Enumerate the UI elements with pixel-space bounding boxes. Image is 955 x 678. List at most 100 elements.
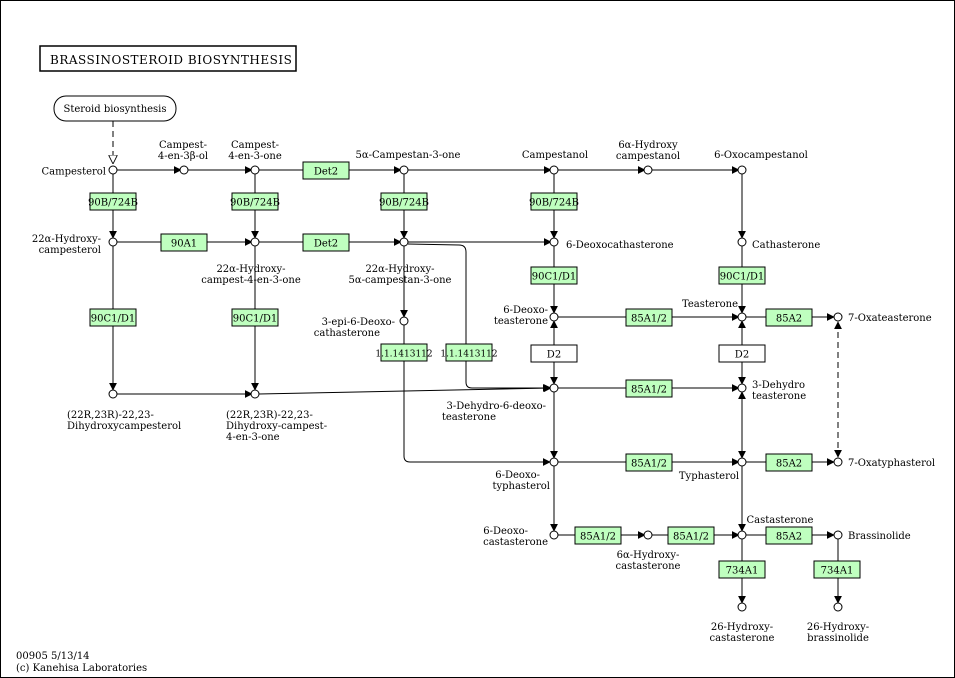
enzyme-85a2[interactable]: 85A2 [765,526,813,545]
compound-label: 3-Dehydro-6-deoxo-teasterone [442,401,546,423]
svg-text:D2: D2 [547,350,561,361]
compound-node-campesterol[interactable] [108,165,118,175]
compound-label: 6-Oxocampestanol [714,150,808,161]
enzyme-90b-724b[interactable]: 90B/724B [529,192,579,211]
svg-text:Det2: Det2 [314,239,338,250]
enzyme-85a1-2[interactable]: 85A1/2 [625,379,673,398]
compound-node-cathasterone[interactable] [737,237,747,247]
enzyme-90b-724b[interactable]: 90B/724B [88,192,138,211]
svg-text:85A2: 85A2 [776,532,802,543]
enzyme-det2[interactable]: Det2 [302,161,350,180]
svg-text:90C1/D1: 90C1/D1 [532,272,577,283]
compound-node-22a-hydroxy-5a-campestan-3-one[interactable] [399,237,409,247]
compound-node-22r23r-dihydroxy-campest-4-en-3-one[interactable] [250,389,260,399]
svg-text:1.1.1413112: 1.1.1413112 [440,350,497,360]
svg-text:85A1/2: 85A1/2 [631,385,667,396]
edge [258,384,552,395]
compound-node-6-deoxotyphasterol[interactable] [549,457,559,467]
compound-node-teasterone[interactable] [737,312,747,322]
compound-nodes [108,165,843,612]
compound-node-26-hydroxybrassinolide[interactable] [833,602,843,612]
edge [407,243,551,392]
compound-node-campest-4-en-3b-ol[interactable] [179,165,189,175]
compound-node-7-oxatyphasterol[interactable] [833,457,843,467]
svg-text:85A1/2: 85A1/2 [673,532,709,543]
compound-label: 6-Deoxo-teasterone [494,305,548,327]
enzyme-85a1-2[interactable]: 85A1/2 [625,453,673,472]
compound-label: 22α-Hydroxy-5α-campestan-3-one [349,264,452,286]
compound-node-7-oxateasterone[interactable] [833,312,843,322]
enzyme-85a1-2[interactable]: 85A1/2 [625,308,673,327]
compound-label: Castasterone [747,515,814,526]
edge [403,325,551,466]
compound-node-typhasterol[interactable] [737,457,747,467]
svg-text:Det2: Det2 [314,167,338,178]
compound-node-6a-hydroxycastasterone[interactable] [643,530,653,540]
map-footer: 00905 5/13/14 (c) Kanehisa Laboratories [16,651,147,674]
enzyme-90b-724b[interactable]: 90B/724B [230,192,280,211]
enzyme-1-1-1413112[interactable]: 1.1.1413112 [440,343,498,362]
pathway-link-steroid-biosynthesis[interactable]: Steroid biosynthesis [53,95,177,122]
compound-label: Campest-4-en-3β-ol [158,140,208,162]
enzyme-d2[interactable]: D2 [718,344,766,363]
compound-node-6-oxocampestanol[interactable] [737,165,747,175]
svg-text:734A1: 734A1 [821,566,854,577]
enzyme-734a1[interactable]: 734A1 [718,560,766,579]
map-title-text: BRASSINOSTEROID BIOSYNTHESIS [50,53,292,67]
compound-node-22a-hydroxycampesterol[interactable] [108,237,118,247]
compound-node-castasterone[interactable] [737,530,747,540]
compound-node-5a-campestan-3-one[interactable] [399,165,409,175]
compound-label: Teasterone [682,299,738,310]
compound-label: 26-Hydroxy-brassinolide [807,622,869,644]
enzyme-734a1[interactable]: 734A1 [813,560,861,579]
compound-node-3-epi-6-deoxocathasterone[interactable] [399,316,409,326]
enzyme-1-1-1413112[interactable]: 1.1.1413112 [375,343,433,362]
enzyme-90c1-d1[interactable]: 90C1/D1 [718,266,766,285]
enzyme-90a1[interactable]: 90A1 [160,233,208,252]
compound-node-brassinolide[interactable] [833,530,843,540]
enzyme-det2[interactable]: Det2 [302,233,350,252]
compound-node-6-deoxocastasterone[interactable] [549,530,559,540]
enzyme-d2[interactable]: D2 [530,344,578,363]
compound-node-26-hydroxycastasterone[interactable] [737,602,747,612]
compound-node-3-dehydroteasterone[interactable] [737,383,747,393]
svg-text:85A2: 85A2 [776,314,802,325]
svg-text:85A1/2: 85A1/2 [580,532,616,543]
compound-label: 7-Oxateasterone [848,313,932,324]
map-title: BRASSINOSTEROID BIOSYNTHESIS [39,45,297,72]
enzyme-90c1-d1[interactable]: 90C1/D1 [530,266,578,285]
enzyme-85a1-2[interactable]: 85A1/2 [574,526,622,545]
svg-text:90B/724B: 90B/724B [529,198,579,209]
pathway-link-label: Steroid biosynthesis [63,104,166,115]
compound-label: 6α-Hydroxy-castasterone [616,550,681,572]
compound-node-6a-hydroxycampestanol[interactable] [643,165,653,175]
compound-node-campest-4-en-3-one[interactable] [250,165,260,175]
compound-label: 3-epi-6-Deoxo-cathasterone [314,317,395,339]
compound-node-22r23r-dihydroxycampesterol[interactable] [108,389,118,399]
enzyme-85a1-2[interactable]: 85A1/2 [667,526,715,545]
enzyme-90c1-d1[interactable]: 90C1/D1 [89,308,137,327]
enzyme-85a2[interactable]: 85A2 [765,308,813,327]
compound-node-3-dehydro-6-deoxoteasterone[interactable] [549,383,559,393]
svg-text:90B/724B: 90B/724B [379,198,429,209]
svg-text:90C1/D1: 90C1/D1 [91,314,136,325]
compound-label: 22α-Hydroxy-campesterol [32,234,101,256]
compound-node-22a-hydroxy-campest-4-en-3-one[interactable] [250,237,260,247]
compound-label: Brassinolide [848,531,911,542]
compound-node-campestanol[interactable] [549,165,559,175]
compound-node-6-deoxoteasterone[interactable] [549,312,559,322]
compound-node-6-deoxocathasterone[interactable] [549,237,559,247]
compound-label: Typhasterol [679,471,739,482]
enzyme-85a2[interactable]: 85A2 [765,453,813,472]
compound-label: Campest-4-en-3-one [228,140,282,162]
svg-text:90A1: 90A1 [171,239,197,250]
compound-label: Campestanol [522,150,588,161]
compound-label: Cathasterone [752,240,820,251]
compound-label: (22R,23R)-22,23-Dihydroxycampesterol [67,410,181,432]
svg-text:90C1/D1: 90C1/D1 [720,272,765,283]
compound-label: 22α-Hydroxy-campest-4-en-3-one [201,264,301,286]
enzyme-90b-724b[interactable]: 90B/724B [379,192,429,211]
enzyme-90c1-d1[interactable]: 90C1/D1 [231,308,279,327]
